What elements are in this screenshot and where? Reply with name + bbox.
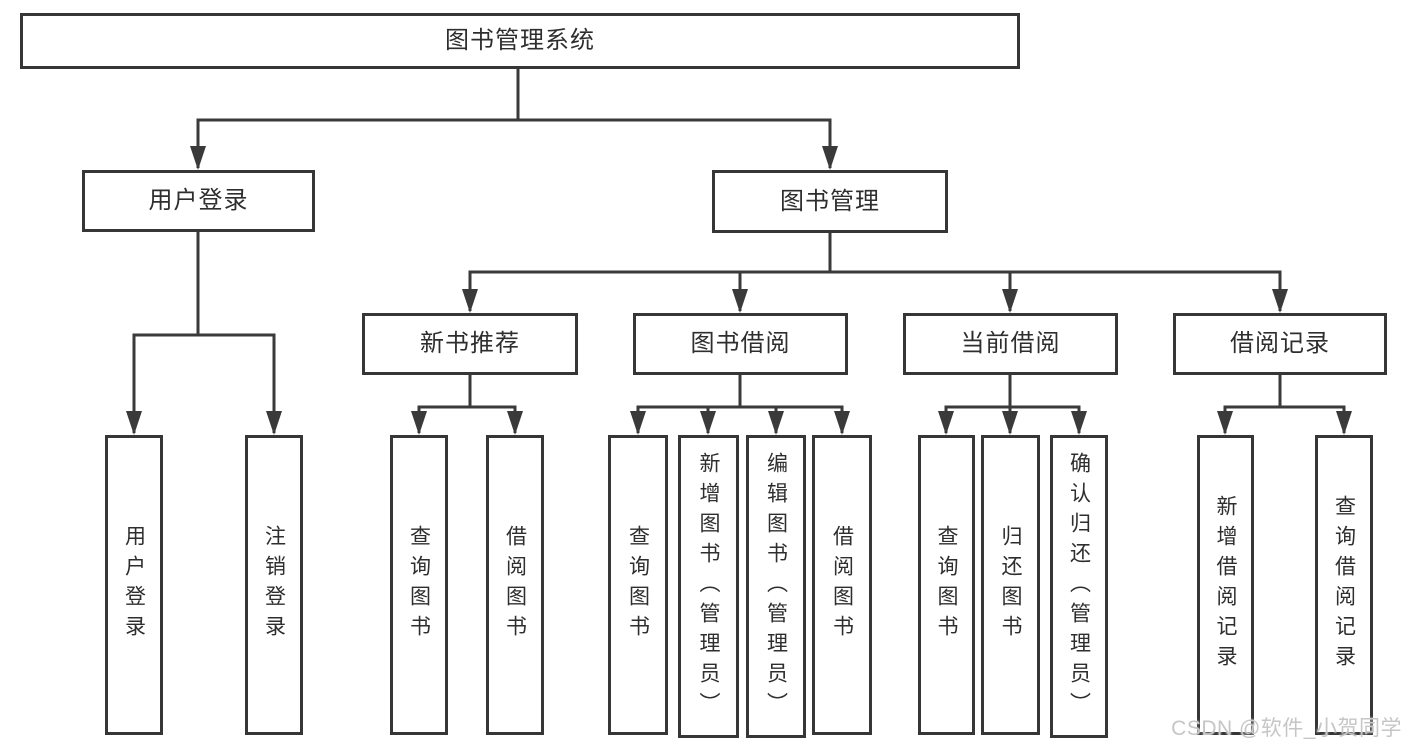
arrowhead-icons	[126, 146, 1352, 435]
connector-strokes	[132, 69, 1346, 433]
leaf-confirm-return-admin: 确认归还（管理员）	[1050, 435, 1108, 738]
node-book-management: 图书管理	[712, 170, 948, 233]
leaf-add-books-admin: 新增图书（管理员）	[678, 435, 739, 738]
leaf-return-books: 归还图书	[981, 435, 1040, 735]
leaf-query-borrow-record: 查询借阅记录	[1315, 435, 1373, 735]
node-book-borrow: 图书借阅	[633, 313, 848, 375]
leaf-query-books-current: 查询图书	[918, 435, 975, 735]
leaf-query-books-recommend: 查询图书	[390, 435, 448, 735]
node-user-login: 用户登录	[82, 170, 315, 232]
csdn-watermark: CSDN @软件_小贺同学	[1171, 717, 1402, 740]
node-library-management-system: 图书管理系统	[20, 13, 1020, 69]
node-new-book-recommend: 新书推荐	[362, 313, 578, 375]
node-borrow-records: 借阅记录	[1173, 313, 1387, 375]
leaf-edit-books-admin: 编辑图书（管理员）	[746, 435, 806, 738]
leaf-logout: 注销登录	[245, 435, 303, 735]
leaf-borrow-books-recommend: 借阅图书	[486, 435, 544, 735]
node-current-borrow: 当前借阅	[903, 313, 1118, 375]
leaf-borrow-books: 借阅图书	[812, 435, 872, 735]
leaf-query-books-borrow: 查询图书	[608, 435, 668, 735]
leaf-add-borrow-record: 新增借阅记录	[1197, 435, 1254, 735]
leaf-user-login: 用户登录	[105, 435, 163, 735]
